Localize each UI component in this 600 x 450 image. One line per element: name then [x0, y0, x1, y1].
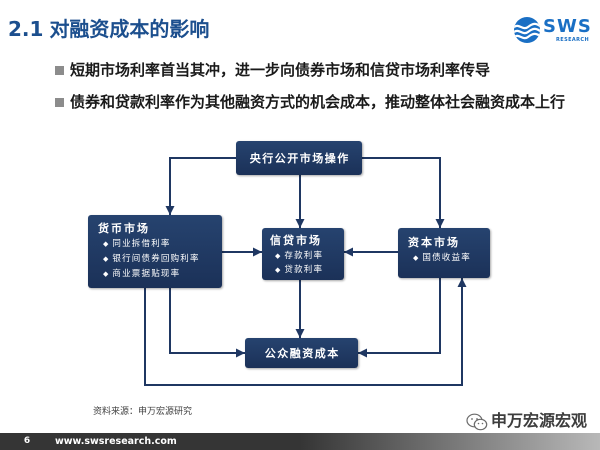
money-market-item: ◆银行间债券回购利率 [98, 252, 222, 267]
title-text: 对融资成本的影响 [49, 17, 210, 41]
capital-market-item: ◆国债收益率 [408, 251, 490, 266]
wechat-icon [466, 413, 488, 431]
page-number: 6 [23, 436, 31, 446]
bullet-square-icon [55, 98, 64, 107]
diamond-bullet-icon: ◆ [275, 266, 281, 274]
arrow-money-market-to-capital-market-loop [144, 278, 467, 386]
capital-market-box: 资本市场 ◆国债收益率 [398, 228, 490, 278]
arrow-central-bank-to-money-market [165, 157, 236, 215]
credit-market-title: 信贷市场 [270, 234, 322, 247]
logo-subtext: RESEARCH [556, 37, 590, 43]
arrow-money-market-to-public-cost [169, 288, 245, 358]
footer-bar: 6 www.swsresearch.com [0, 433, 600, 450]
credit-market-box: 信贷市场 ◆存款利率 ◆贷款利率 [262, 228, 344, 280]
money-market-box: 货币市场 ◆同业拆借利率 ◆银行间债券回购利率 ◆商业票据贴现率 [88, 215, 222, 288]
credit-market-item: ◆贷款利率 [270, 263, 344, 277]
money-market-item: ◆商业票据贴现率 [98, 267, 222, 282]
credit-market-item-label: 贷款利率 [284, 265, 324, 275]
money-market-title: 货币市场 [98, 222, 150, 235]
source-note: 资料来源：申万宏源研究 [93, 407, 193, 417]
diamond-bullet-icon: ◆ [103, 240, 109, 248]
money-market-item-label: 银行间债券回购利率 [112, 254, 200, 264]
money-market-item-label: 商业票据贴现率 [112, 269, 181, 279]
money-market-item: ◆同业拆借利率 [98, 237, 222, 252]
watermark-text: 申万宏源宏观 [491, 411, 588, 430]
public-financing-cost-label: 公众融资成本 [264, 347, 340, 360]
sws-logo-mark-icon [514, 17, 540, 43]
bullet-square-icon [55, 66, 64, 75]
credit-market-item-label: 存款利率 [284, 251, 324, 261]
diamond-bullet-icon: ◆ [413, 254, 419, 262]
central-bank-label: 央行公开市场操作 [249, 152, 350, 165]
diamond-bullet-icon: ◆ [103, 270, 109, 278]
footer-url: www.swsresearch.com [55, 436, 177, 447]
bullet-text: 短期市场利率首当其冲，进一步向债券市场和信贷市场利率传导 [70, 61, 491, 79]
bullet-point: 短期市场利率首当其冲，进一步向债券市场和信贷市场利率传导 [55, 60, 585, 80]
bullet-point: 债券和贷款利率作为其他融资方式的机会成本，推动整体社会融资成本上行 [55, 92, 585, 112]
arrow-capital-market-to-public-cost [358, 278, 441, 358]
capital-market-item-label: 国债收益率 [422, 253, 471, 263]
public-financing-cost-box: 公众融资成本 [245, 338, 358, 368]
bullet-text: 债券和贷款利率作为其他融资方式的机会成本，推动整体社会融资成本上行 [70, 93, 566, 111]
arrow-central-bank-to-capital-market [362, 157, 445, 228]
credit-market-item: ◆存款利率 [270, 249, 344, 263]
diamond-bullet-icon: ◆ [103, 255, 109, 263]
money-market-item-label: 同业拆借利率 [112, 239, 171, 249]
capital-market-title: 资本市场 [408, 236, 460, 249]
central-bank-box: 央行公开市场操作 [236, 141, 362, 175]
diamond-bullet-icon: ◆ [275, 252, 281, 260]
logo-text: SWS [543, 16, 592, 37]
title-number: 2.1 [8, 17, 44, 41]
